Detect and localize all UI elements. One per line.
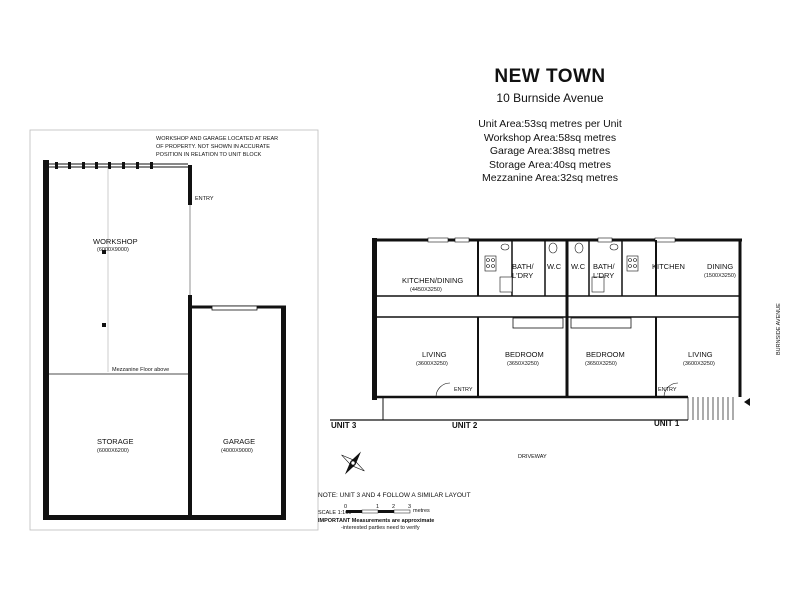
bedroom-label: BEDROOM <box>505 350 544 359</box>
scale-label: SCALE 1:160 <box>318 510 351 516</box>
bedroom-dims: (3650X3250) <box>585 361 617 367</box>
area-mezzanine: Mezzanine Area:32sq metres <box>482 172 618 184</box>
street-label: BURNSIDE AVENUE <box>776 303 782 355</box>
workshop-right-wall <box>188 165 192 520</box>
bottom-wall <box>43 515 286 520</box>
location-note: WORKSHOP AND GARAGE LOCATED AT REAR <box>156 136 278 142</box>
scale-tick: 2 <box>392 504 395 510</box>
area-unit: Unit Area:53sq metres per Unit <box>478 118 622 130</box>
bath-laundry-label: L'DRY <box>593 271 614 280</box>
entry-label: ENTRY <box>658 387 677 393</box>
garage-label: GARAGE <box>223 437 255 446</box>
scale-unit: metres <box>413 508 430 514</box>
entry-label: ENTRY <box>454 387 473 393</box>
window-mullions <box>55 162 153 169</box>
disclaimer: IMPORTANT Measurements are approximate <box>318 518 434 524</box>
unit-left-wall <box>372 238 377 400</box>
bedroom-label: BEDROOM <box>586 350 625 359</box>
dining-label: DINING <box>707 262 733 271</box>
living-label: LIVING <box>688 350 713 359</box>
front-steps <box>687 397 734 420</box>
location-note: OF PROPERTY. NOT SHOWN IN ACCURATE <box>156 144 270 150</box>
rear-plan-frame <box>29 129 319 531</box>
plan-footer: NOTE: UNIT 3 AND 4 FOLLOW A SIMILAR LAYO… <box>318 492 471 531</box>
workshop-dims: (6000X9000) <box>97 247 129 253</box>
entry-door-swing <box>663 382 679 398</box>
living-dims: (3600X3250) <box>683 361 715 367</box>
top-windows <box>427 237 676 243</box>
disclaimer: -interested parties need to verify <box>341 525 420 531</box>
living-dims: (3600X3250) <box>416 361 448 367</box>
left-wall <box>43 160 49 520</box>
column <box>102 323 106 327</box>
rear-plan: WORKSHOP AND GARAGE LOCATED AT REAR OF P… <box>29 129 319 531</box>
property-address: 10 Burnside Avenue <box>496 91 604 105</box>
plan-title: NEW TOWN <box>494 66 606 87</box>
area-garage: Garage Area:38sq metres <box>489 145 611 157</box>
storage-dims: (6000X6200) <box>97 448 129 454</box>
area-summary: Unit Area:53sq metres per Unit Workshop … <box>440 118 660 186</box>
wc-label: W.C <box>571 262 586 271</box>
bedroom-dims: (3650X3250) <box>507 361 539 367</box>
living-label: LIVING <box>422 350 447 359</box>
scale-bar: 0 1 2 3 metres <box>344 504 430 514</box>
scale-tick: 3 <box>408 504 411 510</box>
mezzanine-label: Mezzanine Floor above <box>112 367 169 373</box>
area-workshop: Workshop Area:58sq metres <box>483 131 617 144</box>
wc-label: W.C <box>547 262 562 271</box>
wardrobe <box>512 317 564 329</box>
kitchen-dining-label: KITCHEN/DINING <box>402 276 463 285</box>
bath-laundry-label: L'DRY <box>512 271 533 280</box>
workshop-entry-label: ENTRY <box>195 196 214 202</box>
street-arrow <box>744 398 750 406</box>
scale-tick: 0 <box>344 504 347 510</box>
kitchen-dining-dims: (4450X3250) <box>410 287 442 293</box>
bath-laundry-label: BATH/ <box>593 262 615 271</box>
garage-right-wall <box>281 307 286 520</box>
workshop-label: WORKSHOP <box>93 237 138 246</box>
area-storage: Storage Area:40sq metres <box>489 158 611 171</box>
unit-3-label: UNIT 3 <box>331 421 357 430</box>
scale-tick: 1 <box>376 504 379 510</box>
storage-label: STORAGE <box>97 437 134 446</box>
unit-plan: KITCHEN/DINING (4450X3250) BATH/ L'DRY W… <box>330 237 782 475</box>
compass-icon <box>341 451 365 475</box>
entry-door-swing <box>435 382 451 398</box>
location-note: POSITION IN RELATION TO UNIT BLOCK <box>156 152 262 158</box>
kitchen-label: KITCHEN <box>652 262 685 271</box>
column <box>102 250 106 254</box>
layout-note: NOTE: UNIT 3 AND 4 FOLLOW A SIMILAR LAYO… <box>318 492 471 499</box>
unit-2-label: UNIT 2 <box>452 421 478 430</box>
driveway-label: DRIVEWAY <box>518 454 547 460</box>
bath-laundry-label: BATH/ <box>512 262 534 271</box>
dining-dims: (1500X3250) <box>704 273 736 279</box>
unit-1-label: UNIT 1 <box>654 419 680 428</box>
garage-door <box>211 305 258 311</box>
fixtures <box>484 242 639 293</box>
wardrobe <box>570 317 632 329</box>
garage-dims: (4000X9000) <box>221 448 253 454</box>
